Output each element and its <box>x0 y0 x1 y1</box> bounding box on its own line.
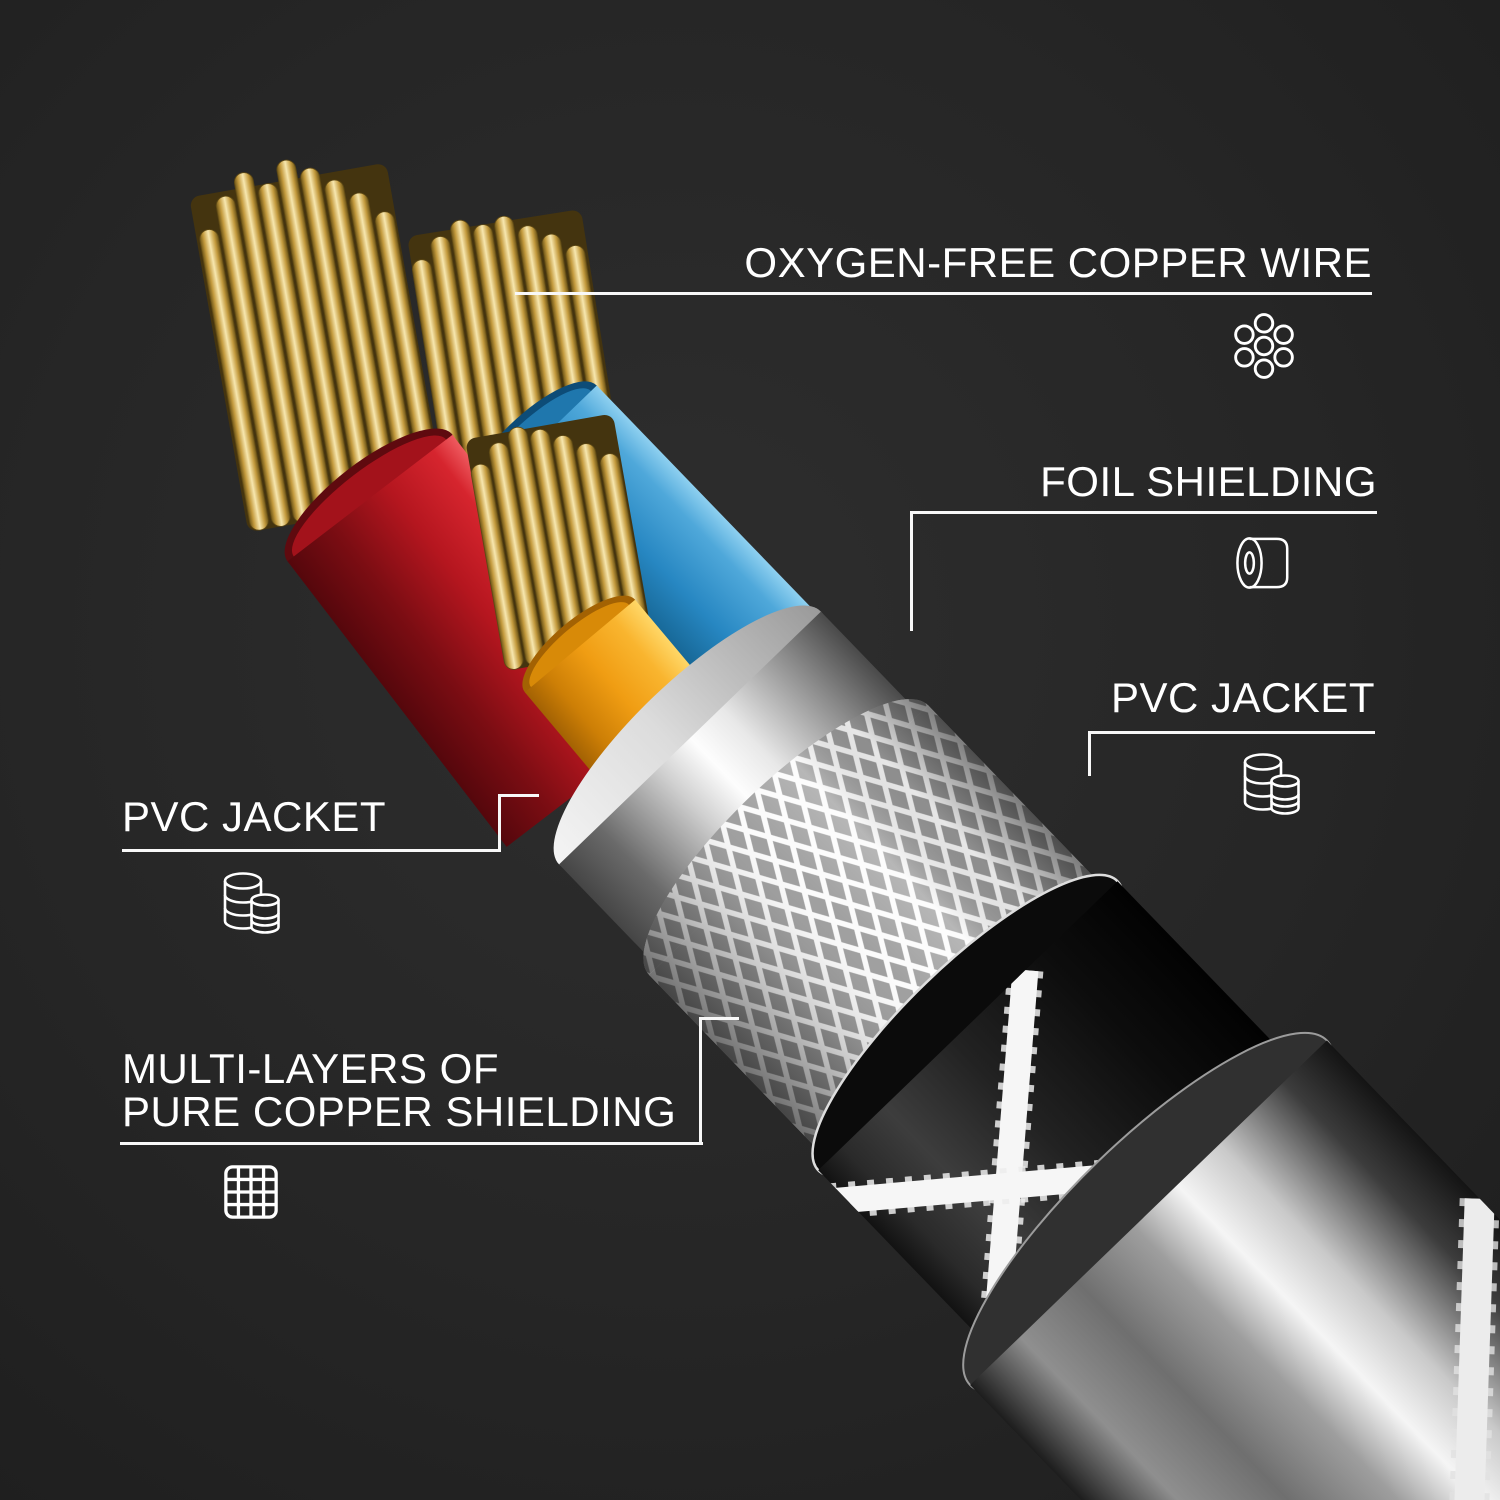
outer-jacket-layer <box>962 1031 1500 1500</box>
callout-copper-shielding-leader-stub <box>699 1017 739 1020</box>
black-jacket-layer <box>811 873 1333 1394</box>
callout-copper-shielding-leader <box>699 1017 702 1145</box>
callout-pvc-right-leader <box>1088 731 1091 776</box>
callout-foil-leader <box>910 511 913 631</box>
callout-copper-shielding-line1: MULTI-LAYERS OF <box>122 1045 499 1092</box>
callout-copper-wire-label: OXYGEN-FREE COPPER WIRE <box>744 239 1372 286</box>
mesh-grid-icon <box>222 1163 280 1221</box>
coin-stack-icon <box>221 870 283 936</box>
callout-copper-wire-underline <box>515 292 1372 295</box>
coin-stack-icon <box>1241 751 1303 817</box>
callout-pvc-left-label: PVC JACKET <box>122 793 387 840</box>
callout-pvc-left-leader <box>498 794 501 852</box>
callout-pvc-right-label: PVC JACKET <box>1110 674 1375 721</box>
callout-pvc-left-leader-stub <box>498 794 539 797</box>
callout-pvc-left-underline <box>122 849 501 852</box>
outer-cross-straps <box>1436 1198 1500 1500</box>
foil-roll-icon <box>1232 534 1296 592</box>
callout-copper-shielding-label: MULTI-LAYERS OF PURE COPPER SHIELDING <box>122 1047 676 1133</box>
copper-strands-red <box>190 159 444 531</box>
callout-foil-underline <box>910 511 1377 514</box>
callout-copper-shielding-underline <box>120 1142 703 1145</box>
callout-copper-shielding-line2: PURE COPPER SHIELDING <box>122 1088 677 1135</box>
callout-pvc-right-underline <box>1088 731 1375 734</box>
foil-shield-layer <box>553 605 920 967</box>
braid-shield-layer <box>643 699 1108 1161</box>
wire-strands-icon <box>1230 313 1298 379</box>
callout-foil-label: FOIL SHIELDING <box>1040 458 1377 505</box>
